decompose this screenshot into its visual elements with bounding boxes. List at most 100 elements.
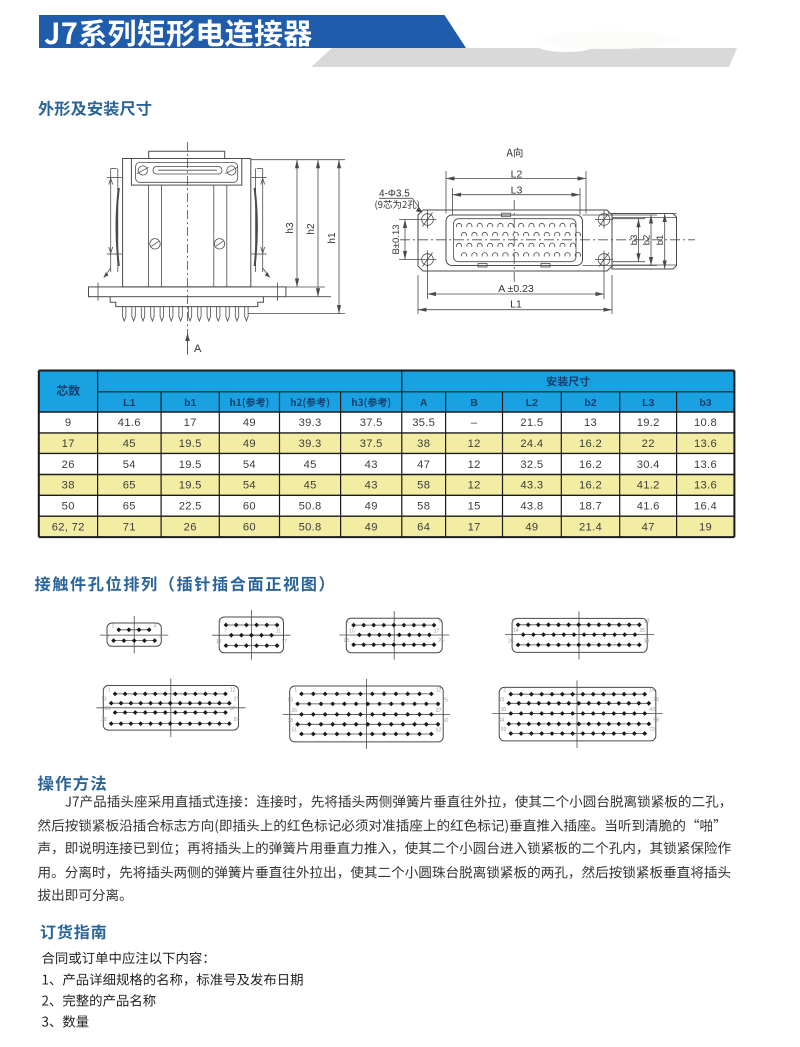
svg-text:–: – — [471, 417, 478, 429]
svg-text:51: 51 — [291, 728, 297, 734]
svg-text:12: 12 — [468, 438, 481, 450]
svg-text:45: 45 — [304, 480, 317, 492]
svg-text:b2: b2 — [642, 235, 653, 246]
svg-text:10.8: 10.8 — [694, 417, 717, 429]
svg-text:62, 72: 62, 72 — [52, 522, 85, 534]
svg-text:49: 49 — [365, 501, 378, 513]
svg-text:41.6: 41.6 — [637, 501, 660, 513]
svg-text:43.8: 43.8 — [520, 501, 543, 513]
svg-text:38: 38 — [101, 717, 107, 723]
svg-text:26: 26 — [62, 459, 75, 471]
svg-text:19: 19 — [699, 522, 712, 534]
svg-text:7: 7 — [224, 629, 227, 635]
svg-text:71: 71 — [123, 522, 136, 534]
svg-text:15: 15 — [499, 697, 505, 703]
svg-text:L1: L1 — [123, 397, 135, 409]
svg-text:54: 54 — [123, 459, 136, 471]
svg-text:h2: h2 — [306, 223, 317, 235]
svg-text:50.8: 50.8 — [299, 501, 322, 513]
svg-text:4: 4 — [154, 623, 157, 629]
svg-text:L2: L2 — [526, 397, 538, 409]
svg-text:16.2: 16.2 — [579, 438, 602, 450]
svg-text:37.5: 37.5 — [360, 438, 383, 450]
svg-text:39.3: 39.3 — [299, 417, 322, 429]
svg-text:9: 9 — [439, 619, 442, 625]
svg-text:37: 37 — [436, 708, 442, 714]
svg-text:45: 45 — [304, 459, 317, 471]
svg-text:1: 1 — [112, 623, 115, 629]
svg-text:22: 22 — [642, 438, 655, 450]
svg-text:38: 38 — [417, 438, 430, 450]
svg-text:25: 25 — [443, 697, 449, 703]
svg-text:50.8: 50.8 — [299, 522, 322, 534]
svg-text:1: 1 — [294, 687, 297, 693]
svg-text:13.6: 13.6 — [694, 480, 717, 492]
svg-text:13: 13 — [584, 417, 597, 429]
svg-text:17: 17 — [282, 639, 288, 645]
svg-text:B: B — [470, 397, 478, 409]
svg-text:30: 30 — [501, 707, 507, 713]
svg-text:17: 17 — [62, 438, 75, 450]
svg-text:26: 26 — [508, 638, 514, 644]
svg-text:18.7: 18.7 — [579, 501, 602, 513]
svg-text:13.6: 13.6 — [694, 438, 717, 450]
svg-text:B±0.13: B±0.13 — [391, 224, 402, 254]
svg-text:54: 54 — [243, 480, 256, 492]
svg-text:b3: b3 — [629, 235, 640, 246]
svg-text:37: 37 — [230, 706, 236, 712]
svg-text:14: 14 — [513, 628, 519, 634]
svg-text:32.5: 32.5 — [520, 459, 543, 471]
svg-text:12: 12 — [468, 459, 481, 471]
svg-text:L3: L3 — [642, 397, 654, 409]
svg-text:16.2: 16.2 — [579, 480, 602, 492]
svg-text:38: 38 — [288, 718, 294, 724]
svg-text:12: 12 — [230, 687, 236, 693]
svg-text:62: 62 — [436, 728, 442, 734]
svg-text:30.4: 30.4 — [637, 459, 660, 471]
svg-text:h3: h3 — [285, 222, 296, 234]
svg-text:49: 49 — [243, 438, 256, 450]
svg-text:b1: b1 — [655, 235, 666, 246]
svg-text:54: 54 — [243, 459, 256, 471]
svg-text:12: 12 — [468, 480, 481, 492]
svg-text:25: 25 — [234, 697, 240, 703]
svg-text:L1: L1 — [510, 299, 522, 311]
svg-text:50: 50 — [234, 717, 240, 723]
svg-text:13: 13 — [101, 697, 107, 703]
svg-text:b1: b1 — [184, 397, 196, 409]
svg-text:64: 64 — [417, 522, 430, 534]
svg-text:6: 6 — [282, 619, 285, 625]
svg-text:19.5: 19.5 — [179, 459, 202, 471]
svg-text:1: 1 — [511, 618, 514, 624]
svg-text:47: 47 — [417, 459, 430, 471]
svg-text:58: 58 — [653, 717, 659, 723]
svg-text:43: 43 — [365, 480, 378, 492]
svg-text:22.5: 22.5 — [179, 501, 202, 513]
svg-text:41.6: 41.6 — [118, 417, 141, 429]
svg-text:37.5: 37.5 — [360, 417, 383, 429]
svg-text:13: 13 — [644, 618, 650, 624]
svg-text:25: 25 — [639, 628, 645, 634]
svg-text:43: 43 — [649, 707, 655, 713]
svg-text:1: 1 — [504, 688, 507, 694]
svg-text:5: 5 — [106, 634, 109, 640]
svg-text:26: 26 — [184, 522, 197, 534]
svg-text:43: 43 — [365, 459, 378, 471]
svg-text:19.2: 19.2 — [637, 417, 660, 429]
svg-text:L2: L2 — [511, 169, 523, 181]
svg-text:47: 47 — [642, 522, 655, 534]
svg-text:b3: b3 — [699, 397, 711, 409]
svg-text:4-Φ3.5: 4-Φ3.5 — [379, 189, 410, 200]
svg-text:17: 17 — [468, 522, 481, 534]
svg-text:1: 1 — [108, 687, 111, 693]
svg-text:16.2: 16.2 — [579, 459, 602, 471]
svg-text:L3: L3 — [511, 185, 523, 197]
svg-text:11: 11 — [276, 629, 281, 635]
svg-text:19.5: 19.5 — [179, 480, 202, 492]
svg-text:39.3: 39.3 — [299, 438, 322, 450]
svg-text:21.5: 21.5 — [520, 417, 543, 429]
svg-text:65: 65 — [123, 480, 136, 492]
svg-text:38: 38 — [62, 480, 75, 492]
svg-text:41.2: 41.2 — [637, 480, 660, 492]
svg-text:50: 50 — [62, 501, 75, 513]
